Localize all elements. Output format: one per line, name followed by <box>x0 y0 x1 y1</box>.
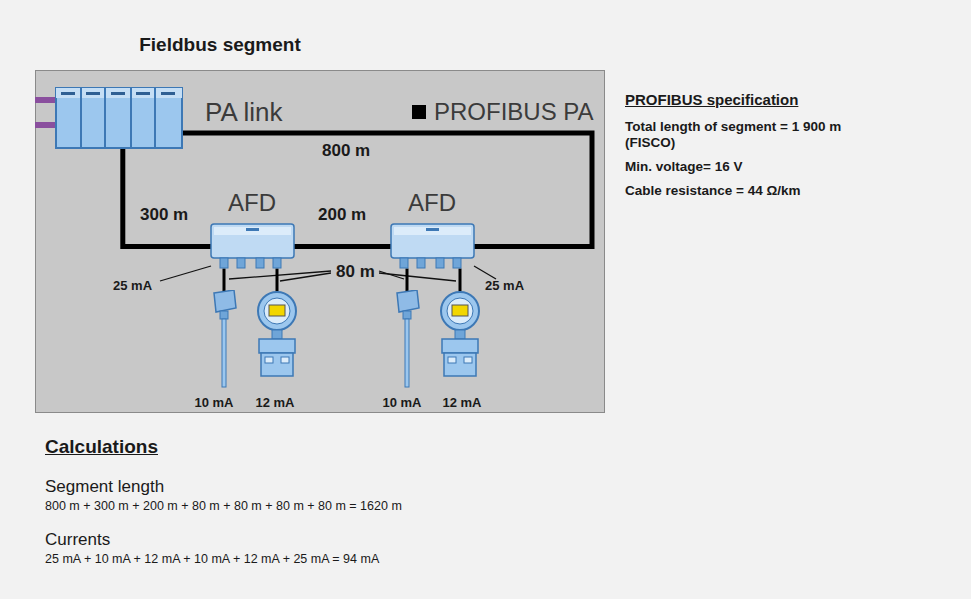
node-label: 12 mA <box>255 395 294 411</box>
diagram-title: Fieldbus segment <box>139 34 301 57</box>
spur-cable <box>276 270 279 290</box>
sensor-device-icon <box>393 290 421 388</box>
calc-formula: 800 m + 300 m + 200 m + 80 m + 80 m + 80… <box>45 499 402 514</box>
pressure-transmitter: 12 mA <box>438 290 482 378</box>
cable-length: 300 m <box>140 205 188 225</box>
node-label: 12 mA <box>442 395 481 411</box>
node-label: AFD <box>228 189 276 218</box>
node-label: AFD <box>408 189 456 218</box>
node-label: PA link <box>205 97 283 128</box>
legend-swatch <box>412 105 426 119</box>
spur-cable <box>223 270 226 290</box>
pressure-transmitter-icon <box>438 290 482 378</box>
sensor-device: 10 mA <box>210 290 238 388</box>
calc-formula: 25 mA + 10 mA + 12 mA + 10 mA + 12 mA + … <box>45 552 379 567</box>
pressure-transmitter-icon <box>255 290 299 378</box>
calc-heading: Calculations <box>45 436 158 459</box>
current-label: 25 mA <box>113 278 152 294</box>
legend-text: PROFIBUS PA <box>434 98 594 127</box>
bus-cable <box>183 133 592 247</box>
spur-cable <box>459 270 462 290</box>
pressure-transmitter: 12 mA <box>255 290 299 378</box>
calc-subheading: Segment length <box>45 477 164 497</box>
bus-cable <box>123 149 210 247</box>
cable-length: 200 m <box>318 205 366 225</box>
current-label: 25 mA <box>485 278 524 294</box>
leader-lines <box>160 266 496 281</box>
pa-link-device-icon <box>55 87 183 149</box>
calc-subheading: Currents <box>45 530 110 550</box>
spec-heading: PROFIBUS specification <box>625 91 798 109</box>
spec-line: Cable resistance = 44 Ω/km <box>625 183 801 199</box>
cable-stub <box>35 122 57 128</box>
afd-coupler-icon <box>390 223 475 270</box>
spec-line: Min. voltage= 16 V <box>625 159 742 175</box>
cable-stub <box>35 97 57 103</box>
bus-cable <box>295 244 390 249</box>
cable-length: 80 m <box>336 262 375 282</box>
afd-coupler-icon <box>210 223 295 270</box>
node-label: 10 mA <box>194 395 233 411</box>
spec-line: Total length of segment = 1 900 m (FISCO… <box>625 119 880 151</box>
afd-coupler: AFD25 mA <box>390 223 475 270</box>
sensor-device-icon <box>210 290 238 388</box>
afd-coupler: AFD25 mA <box>210 223 295 270</box>
cable-length: 800 m <box>322 141 370 161</box>
spur-cable <box>406 270 409 290</box>
sensor-device: 10 mA <box>393 290 421 388</box>
pa-link-device: PA link <box>55 87 183 149</box>
node-label: 10 mA <box>382 395 421 411</box>
